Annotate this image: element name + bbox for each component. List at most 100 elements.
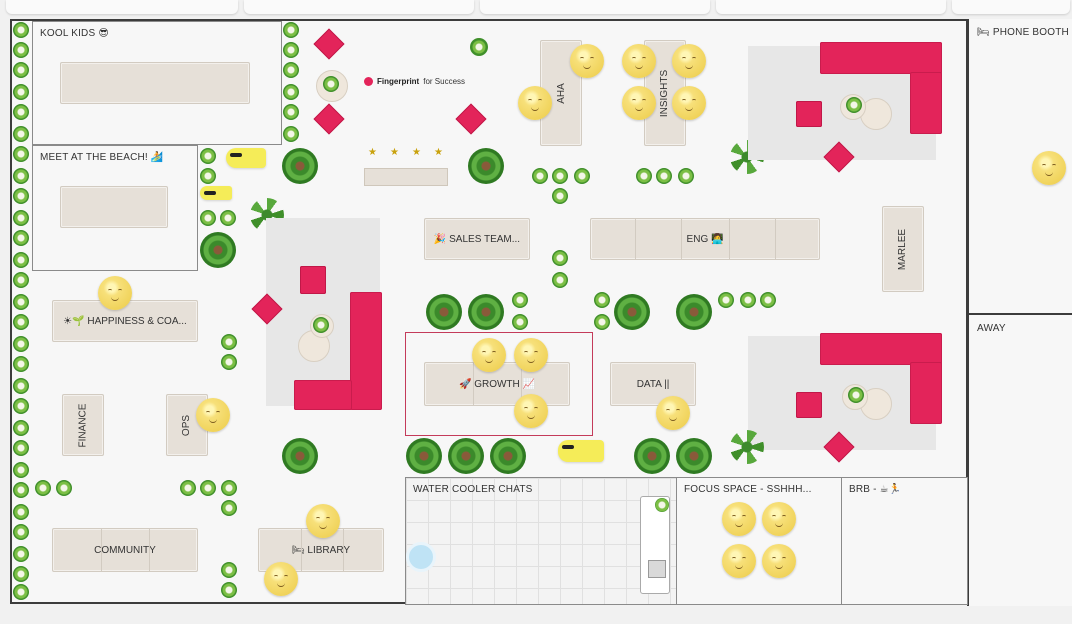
table-label-happiness: ☀🌱 HAPPINESS & COA... (63, 315, 187, 327)
room-label-beach: MEET AT THE BEACH! 🏄 (40, 152, 164, 163)
plant-icon (13, 84, 29, 100)
plant-icon (13, 566, 29, 582)
plant-icon (283, 22, 299, 38)
stool-seat[interactable] (796, 392, 822, 418)
user-avatar[interactable] (306, 504, 340, 538)
plant-icon (283, 62, 299, 78)
plant-icon (848, 387, 864, 403)
table-seam (681, 219, 682, 259)
user-avatar[interactable] (762, 544, 796, 578)
plant-icon (13, 126, 29, 142)
table-community[interactable]: COMMUNITY (52, 528, 198, 572)
user-avatar[interactable] (98, 276, 132, 310)
fingerprint-icon (364, 77, 373, 86)
table-label-library: 🛏 LIBRARY (291, 544, 351, 556)
user-avatar[interactable] (570, 44, 604, 78)
user-avatar[interactable] (1032, 151, 1066, 185)
plant-icon (718, 292, 734, 308)
room-brb[interactable]: BRB - ☕🏃 (841, 477, 968, 605)
user-avatar[interactable] (514, 394, 548, 428)
user-avatar[interactable] (196, 398, 230, 432)
user-avatar[interactable] (514, 338, 548, 372)
user-avatar[interactable] (622, 44, 656, 78)
plant-icon (13, 252, 29, 268)
beach-lounger-icon (226, 148, 266, 168)
floor-tab-1[interactable] (6, 0, 238, 14)
sofa[interactable] (294, 380, 352, 410)
user-avatar[interactable] (622, 86, 656, 120)
sofa[interactable] (820, 333, 942, 365)
plant-icon (13, 146, 29, 162)
table-happiness[interactable]: ☀🌱 HAPPINESS & COA... (52, 300, 198, 342)
plant-icon (221, 354, 237, 370)
sofa[interactable] (350, 292, 382, 410)
plant-icon (13, 272, 29, 288)
plant-icon (13, 440, 29, 456)
table-label-ops: OPS (181, 414, 193, 436)
table-label-marlee: MARLEE (897, 228, 909, 270)
user-avatar[interactable] (762, 502, 796, 536)
plant-icon (200, 480, 216, 496)
sofa[interactable] (910, 362, 942, 424)
trophy-shelf (364, 168, 448, 186)
plant-icon (13, 168, 29, 184)
trophy-icon: ★ (412, 147, 421, 158)
room-away[interactable]: AWAY (967, 315, 1072, 606)
plant-icon (636, 168, 652, 184)
user-avatar[interactable] (722, 544, 756, 578)
water-cooler-floor (406, 478, 676, 604)
user-avatar[interactable] (672, 44, 706, 78)
growth-zone[interactable] (405, 332, 593, 436)
plant-icon (13, 482, 29, 498)
plant-icon (220, 210, 236, 226)
plant-icon (678, 168, 694, 184)
plant-icon (532, 168, 548, 184)
table-label-community: COMMUNITY (94, 544, 156, 556)
water-cooler-icon (406, 542, 436, 572)
table-marlee[interactable]: MARLEE (882, 206, 924, 292)
table-finance[interactable]: FINANCE (62, 394, 104, 456)
room-focus[interactable]: FOCUS SPACE - SSHHH... (676, 477, 842, 605)
plant-icon (594, 314, 610, 330)
user-avatar[interactable] (264, 562, 298, 596)
plant-icon (594, 292, 610, 308)
plant-icon (552, 272, 568, 288)
user-avatar[interactable] (656, 396, 690, 430)
plant-icon (574, 168, 590, 184)
plant-icon (13, 378, 29, 394)
sofa[interactable] (910, 72, 942, 134)
stool-seat[interactable] (300, 266, 326, 294)
floor-tab-5[interactable] (952, 0, 1070, 14)
plant-icon (13, 398, 29, 414)
table-kool-kids[interactable] (60, 62, 250, 104)
potted-plant-icon (634, 438, 670, 474)
table-seam (521, 363, 522, 405)
user-avatar[interactable] (672, 86, 706, 120)
appliance-icon (648, 560, 666, 578)
potted-plant-icon (200, 232, 236, 268)
plant-icon (552, 168, 568, 184)
trophy-icon: ★ (390, 147, 399, 158)
plant-icon (180, 480, 196, 496)
plant-icon (200, 168, 216, 184)
sofa[interactable] (820, 42, 942, 74)
logo-rest: for Success (423, 77, 466, 86)
floor-tab-2[interactable] (244, 0, 474, 14)
floor-tab-4[interactable] (716, 0, 946, 14)
table-beach[interactable] (60, 186, 168, 228)
table-seam (473, 363, 474, 405)
table-eng[interactable]: ENG 👩‍💻 (590, 218, 820, 260)
room-label-focus: FOCUS SPACE - SSHHH... (684, 484, 812, 495)
user-avatar[interactable] (518, 86, 552, 120)
plant-icon (323, 76, 339, 92)
table-sales[interactable]: 🎉 SALES TEAM... (424, 218, 530, 260)
user-avatar[interactable] (472, 338, 506, 372)
plant-icon (221, 582, 237, 598)
plant-icon (13, 230, 29, 246)
table-seam (635, 219, 636, 259)
room-water-cooler[interactable]: WATER COOLER CHATS (405, 477, 677, 605)
floor-tab-3[interactable] (480, 0, 710, 14)
user-avatar[interactable] (722, 502, 756, 536)
plant-icon (13, 104, 29, 120)
stool-seat[interactable] (796, 101, 822, 127)
